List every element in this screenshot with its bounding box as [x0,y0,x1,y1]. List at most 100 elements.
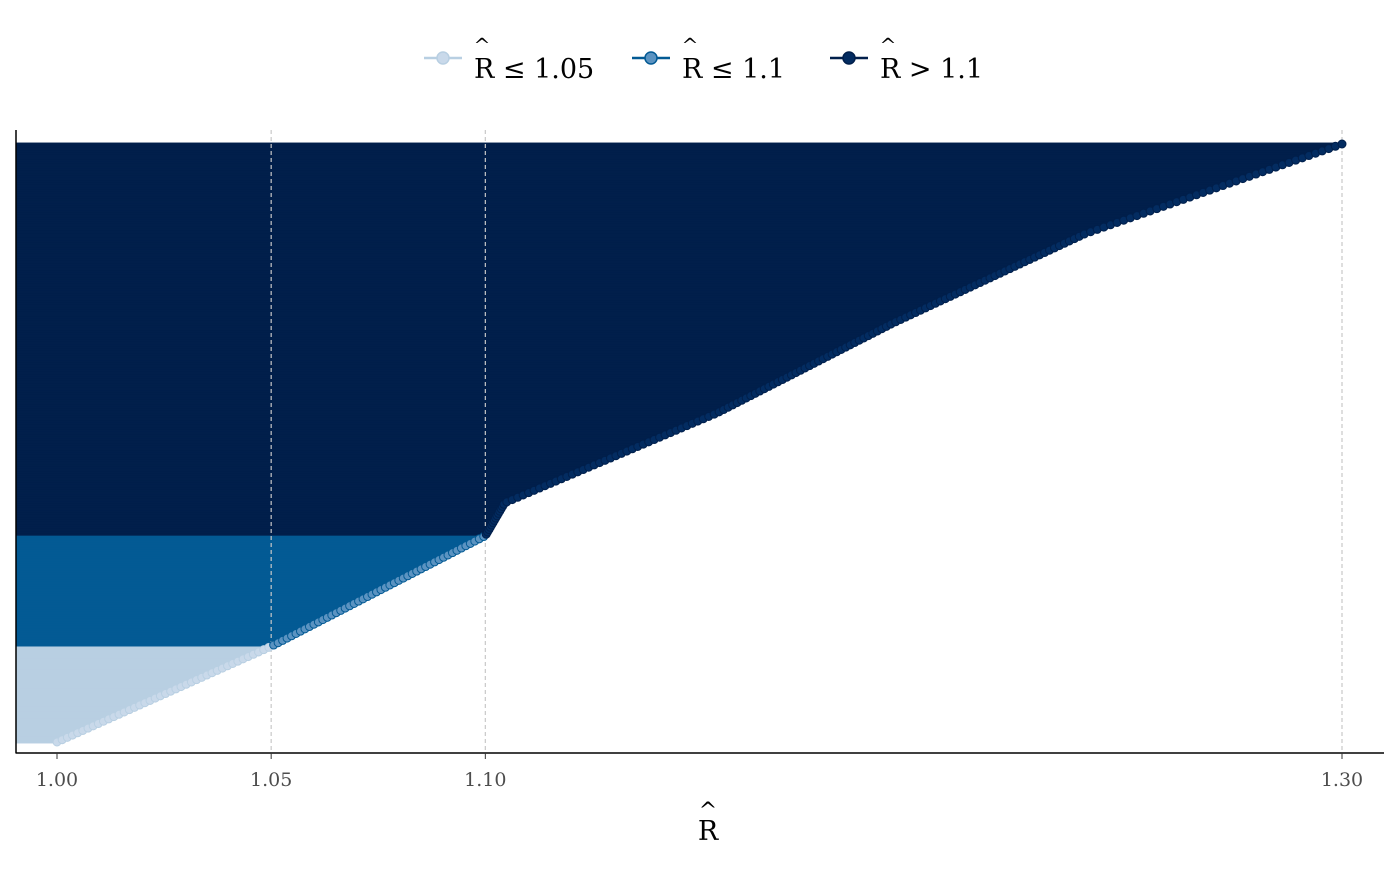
rhat-bar [16,172,1256,176]
rhat-bar [16,514,498,518]
rhat-bar [16,341,855,345]
rhat-bar [16,414,709,418]
legend-marker [842,51,856,65]
rhat-bar [16,299,941,303]
legend-marker [436,51,450,65]
rhat-bar [16,375,787,379]
rhat-bar [16,481,551,485]
rhat-bar [16,544,466,548]
rhat-bar [16,147,1329,151]
rhat-bar [16,645,269,649]
rhat-bar [16,666,223,670]
rhat-bar [16,629,301,633]
rhat-bar [16,659,238,663]
rhat-bar [16,717,109,721]
rhat-bar [16,276,990,280]
rhat-bar [16,475,567,478]
legend-marker [644,51,658,65]
legend-label: R ≤ 1.1 [682,54,785,85]
rhat-bar [16,472,573,476]
rhat-bar [16,417,704,421]
legend-label: R > 1.1 [880,54,983,85]
rhat-bar [16,486,540,490]
rhat-bar [16,278,986,282]
x-tick-label: 1.05 [250,769,292,791]
rhat-bar [16,602,355,605]
rhat-bar [16,410,720,414]
rhat-bands [16,142,1342,744]
rhat-bar [16,364,810,368]
rhat-bar [16,558,440,562]
rhat-bar [16,186,1217,190]
rhat-bar [16,170,1263,174]
rhat-bar [16,324,887,328]
rhat-bar [16,608,341,612]
rhat-bar [16,611,337,615]
rhat-bar [16,650,259,654]
rhat-bar [16,581,395,585]
rhat-bar [16,329,878,333]
rhat-bar [16,726,89,730]
rhat-bar [16,454,616,458]
rhat-bar [16,177,1243,181]
rhat-bar [16,322,891,326]
rhat-bar [16,546,462,550]
rhat-bar [16,664,228,668]
rhat-bar [16,479,556,483]
rhat-bar [16,401,738,405]
rhat-bar [16,200,1177,204]
rhat-bar [16,382,774,386]
rhat-bar [16,445,638,448]
rhat-bar [16,590,377,594]
rhat-bar [16,620,319,624]
legend-item: ^R ≤ 1.05 [424,33,594,85]
rhat-bar [16,366,806,370]
rhat-bar [16,163,1283,167]
rhat-bar [16,227,1098,231]
rhat-bar [16,525,491,529]
rhat-bar [16,267,1010,271]
rhat-bar [16,408,724,411]
rhat-bar [16,167,1270,171]
rhat-bar [16,535,484,538]
rhat-bar [16,548,457,552]
rhat-bar [16,583,390,587]
rhat-bar [16,567,422,571]
rhat-bar [16,308,921,312]
rhat-bar [16,606,346,610]
rhat-bar [16,389,760,393]
rhat-bar [16,541,471,545]
rhat-bar [16,657,244,661]
rhat-bar [16,574,408,578]
rhat-bar [16,271,1000,275]
rhat-bar [16,698,151,702]
rhat-bar [16,371,796,375]
legend-hat: ^ [682,33,699,57]
rhat-bar [16,257,1030,261]
rhat-bar [16,523,492,527]
rhat-bar [16,253,1040,257]
rhat-bar [16,320,896,324]
rhat-bar [16,290,961,294]
rhat-bar [16,724,94,728]
rhat-bar [16,537,480,541]
rhat-bar [16,281,981,284]
rhat-bar [16,306,926,310]
rhat-bar [16,396,747,400]
rhat-bar [16,627,305,631]
rhat-bar [16,641,279,645]
rhat-bar [16,156,1303,160]
rhat-bar [16,465,589,469]
rhat-bar [16,703,140,707]
rhat-bar [16,428,676,432]
rhat-bar [16,530,488,534]
rhat-bar [16,507,502,511]
rhat-bar [16,733,73,737]
rhat-bar [16,368,801,372]
rhat-bar [16,315,906,319]
rhat-bar [16,569,417,573]
rhat-bar [16,244,1060,248]
rhat-bar [16,394,751,398]
rhat-bar [16,493,524,497]
rhat-bar [16,622,314,626]
